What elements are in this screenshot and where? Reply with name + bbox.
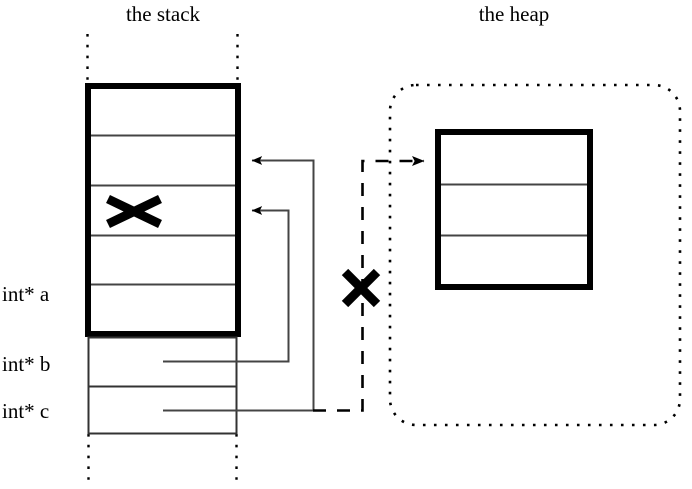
pointer-label-a: int* a (2, 282, 50, 306)
heap-block-box (435, 129, 593, 290)
arrow-pointer-c-to-stack-cell-13 (163, 156, 315, 412)
heap-region-boundary (388, 83, 682, 427)
stack-frame-box (85, 83, 241, 337)
arrow-pointer-b-to-stack-cell-7 (163, 206, 290, 363)
pointer-label-b: int* b (2, 352, 51, 376)
stack-title: the stack (125, 2, 201, 26)
stack-pointer-cells (87, 336, 238, 435)
heap-title: the heap (478, 2, 550, 26)
cross-out-pointer-icon (341, 268, 381, 308)
stack-dotted-extent-top (86, 34, 239, 84)
cross-out-stack-value-icon (106, 194, 162, 229)
pointer-label-c: int* c (2, 399, 50, 423)
stack-dotted-extent-bottom (87, 434, 238, 484)
